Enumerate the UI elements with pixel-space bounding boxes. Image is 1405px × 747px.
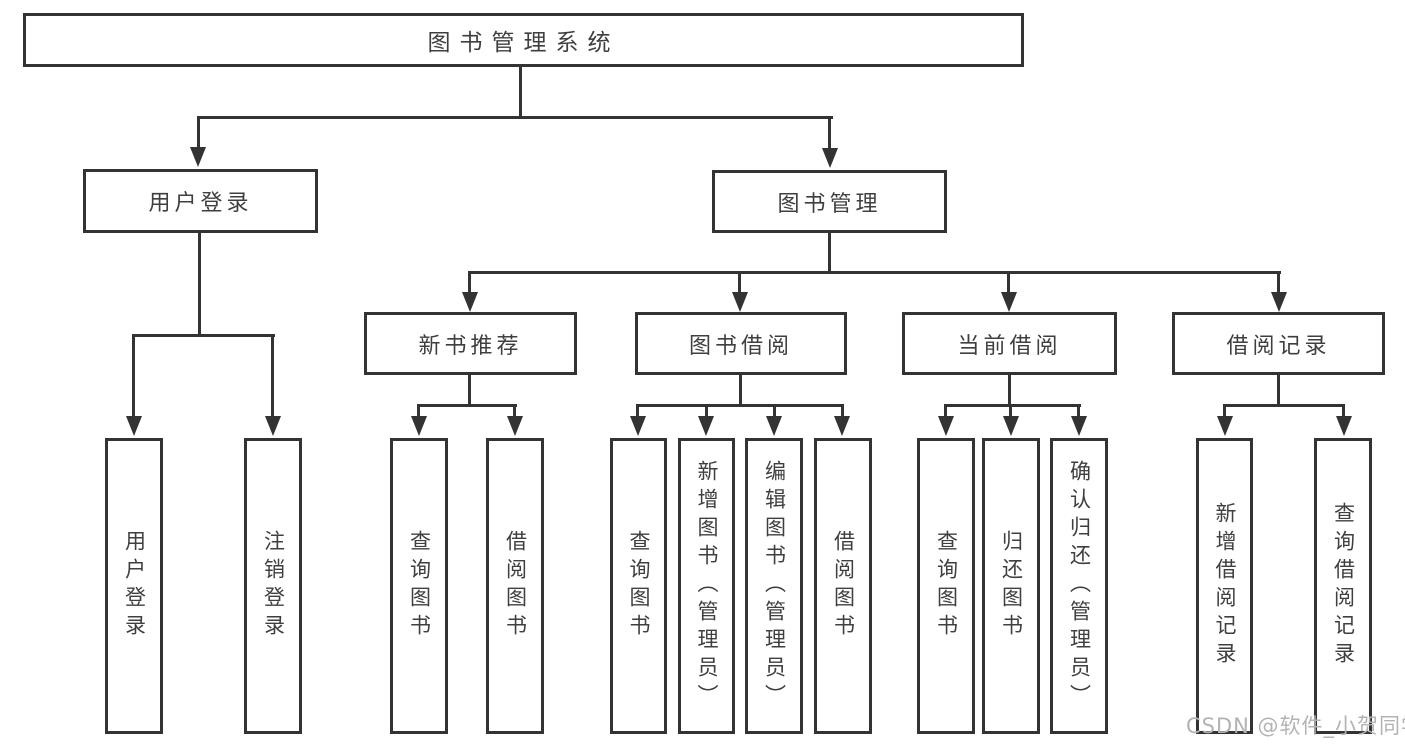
- node-new-book-recommend: 新书推荐: [364, 312, 577, 375]
- leaf-add-borrow-record-label: 新增借阅记录: [1213, 502, 1237, 670]
- leaf-edit-books-admin-label: 编辑图书（管理员）: [762, 460, 787, 712]
- arrowhead-leaf-5: [698, 416, 714, 436]
- connector-drop-leaf-5: [705, 404, 708, 418]
- connector-book-management-stem: [828, 233, 831, 274]
- connector-drop-leaf-9: [1009, 404, 1012, 418]
- leaf-confirm-return-admin-label: 确认归还（管理员）: [1067, 460, 1092, 712]
- node-user-login: 用户登录: [83, 169, 318, 233]
- connector-drop-leaf-7: [841, 404, 844, 418]
- connector-drop-new-book: [468, 271, 471, 294]
- arrowhead-leaf-4: [630, 416, 646, 436]
- leaf-query-books-current-label: 查询图书: [934, 530, 959, 642]
- connector-drop-leaf-2: [417, 404, 420, 418]
- leaf-user-login: 用户登录: [105, 438, 163, 734]
- arrowhead-borrow-records: [1271, 292, 1287, 312]
- node-root-label: 图书管理系统: [427, 30, 620, 56]
- arrowhead-leaf-11: [1217, 416, 1233, 436]
- node-borrow-records-label: 借阅记录: [1226, 333, 1331, 359]
- arrowhead-leaf-12: [1336, 416, 1352, 436]
- arrowhead-leaf-2: [411, 416, 427, 436]
- connector-new-book-stem: [468, 375, 471, 406]
- arrowhead-leaf-user-login: [126, 416, 142, 436]
- leaf-query-books-current: 查询图书: [917, 438, 975, 734]
- connector-drop-leaf-3: [513, 404, 516, 418]
- arrowhead-leaf-8: [938, 416, 954, 436]
- node-book-management: 图书管理: [712, 170, 947, 233]
- leaf-user-login-label: 用户登录: [122, 530, 147, 642]
- connector-drop-user-login: [197, 116, 200, 150]
- connector-user-login-stem: [198, 233, 201, 337]
- node-book-borrow-label: 图书借阅: [688, 333, 793, 359]
- node-book-borrow: 图书借阅: [635, 312, 847, 375]
- leaf-query-books-recommend-label: 查询图书: [407, 530, 432, 642]
- connector-borrow-records-stem: [1277, 375, 1280, 406]
- connector-drop-leaf-4: [636, 404, 639, 418]
- connector-current-borrow-stem: [1008, 375, 1011, 406]
- leaf-borrow-books-recommend-label: 借阅图书: [503, 530, 528, 642]
- leaf-borrow-books-recommend: 借阅图书: [486, 438, 544, 734]
- arrowhead-leaf-6: [766, 416, 782, 436]
- node-current-borrow-label: 当前借阅: [957, 333, 1062, 359]
- connector-book-management-hline: [468, 271, 1281, 274]
- arrowhead-leaf-3: [507, 416, 523, 436]
- connector-drop-leaf-8: [944, 404, 947, 418]
- arrowhead-book-borrow: [732, 292, 748, 312]
- leaf-query-books-borrow: 查询图书: [610, 438, 667, 734]
- connector-drop-current-borrow: [1007, 271, 1010, 294]
- leaf-add-books-admin-label: 新增图书（管理员）: [695, 460, 719, 712]
- connector-book-borrow-stem: [739, 375, 742, 406]
- arrowhead-leaf-7: [834, 416, 850, 436]
- leaf-query-books-borrow-label: 查询图书: [627, 530, 651, 642]
- leaf-return-books-label: 归还图书: [999, 530, 1024, 642]
- arrowhead-leaf-10: [1071, 416, 1087, 436]
- arrowhead-user-login: [190, 147, 206, 167]
- leaf-return-books: 归还图书: [982, 438, 1040, 734]
- connector-root-hline: [197, 116, 833, 119]
- leaf-confirm-return-admin: 确认归还（管理员）: [1050, 438, 1108, 734]
- arrowhead-current-borrow: [1001, 292, 1017, 312]
- arrowhead-leaf-9: [1003, 416, 1019, 436]
- leaf-borrow-books: 借阅图书: [814, 438, 872, 734]
- connector-drop-leaf-user-login: [132, 334, 135, 416]
- connector-new-book-hline: [417, 404, 517, 407]
- connector-borrow-records-hline: [1223, 404, 1345, 407]
- connector-drop-leaf-12: [1342, 404, 1345, 418]
- node-borrow-records: 借阅记录: [1172, 312, 1385, 375]
- leaf-add-borrow-record: 新增借阅记录: [1196, 438, 1253, 734]
- connector-drop-book-management: [828, 116, 831, 150]
- connector-drop-leaf-6: [773, 404, 776, 418]
- leaf-edit-books-admin: 编辑图书（管理员）: [745, 438, 803, 734]
- connector-drop-book-borrow: [738, 271, 741, 294]
- csdn-watermark: CSDN @软件_小贺同学: [1186, 714, 1405, 738]
- node-root: 图书管理系统: [23, 13, 1024, 67]
- arrowhead-book-management: [822, 148, 838, 168]
- leaf-query-books-recommend: 查询图书: [390, 438, 448, 734]
- leaf-add-books-admin: 新增图书（管理员）: [678, 438, 735, 734]
- leaf-query-borrow-record: 查询借阅记录: [1314, 438, 1372, 734]
- leaf-logout: 注销登录: [244, 438, 302, 734]
- connector-user-login-hline: [132, 334, 275, 337]
- connector-root-stem: [519, 67, 522, 118]
- node-book-management-label: 图书管理: [777, 191, 882, 217]
- connector-drop-borrow-records: [1277, 271, 1280, 294]
- leaf-query-borrow-record-label: 查询借阅记录: [1331, 502, 1356, 670]
- node-current-borrow: 当前借阅: [902, 312, 1117, 375]
- node-new-book-recommend-label: 新书推荐: [418, 333, 523, 359]
- leaf-logout-label: 注销登录: [261, 530, 286, 642]
- connector-drop-leaf-logout: [271, 334, 274, 416]
- node-user-login-label: 用户登录: [148, 191, 253, 216]
- connector-current-borrow-hline: [944, 404, 1081, 407]
- arrowhead-leaf-logout: [265, 416, 281, 436]
- connector-drop-leaf-10: [1077, 404, 1080, 418]
- connector-drop-leaf-11: [1223, 404, 1226, 418]
- arrowhead-new-book: [462, 292, 478, 312]
- leaf-borrow-books-label: 借阅图书: [831, 530, 856, 642]
- connector-book-borrow-hline: [636, 404, 844, 407]
